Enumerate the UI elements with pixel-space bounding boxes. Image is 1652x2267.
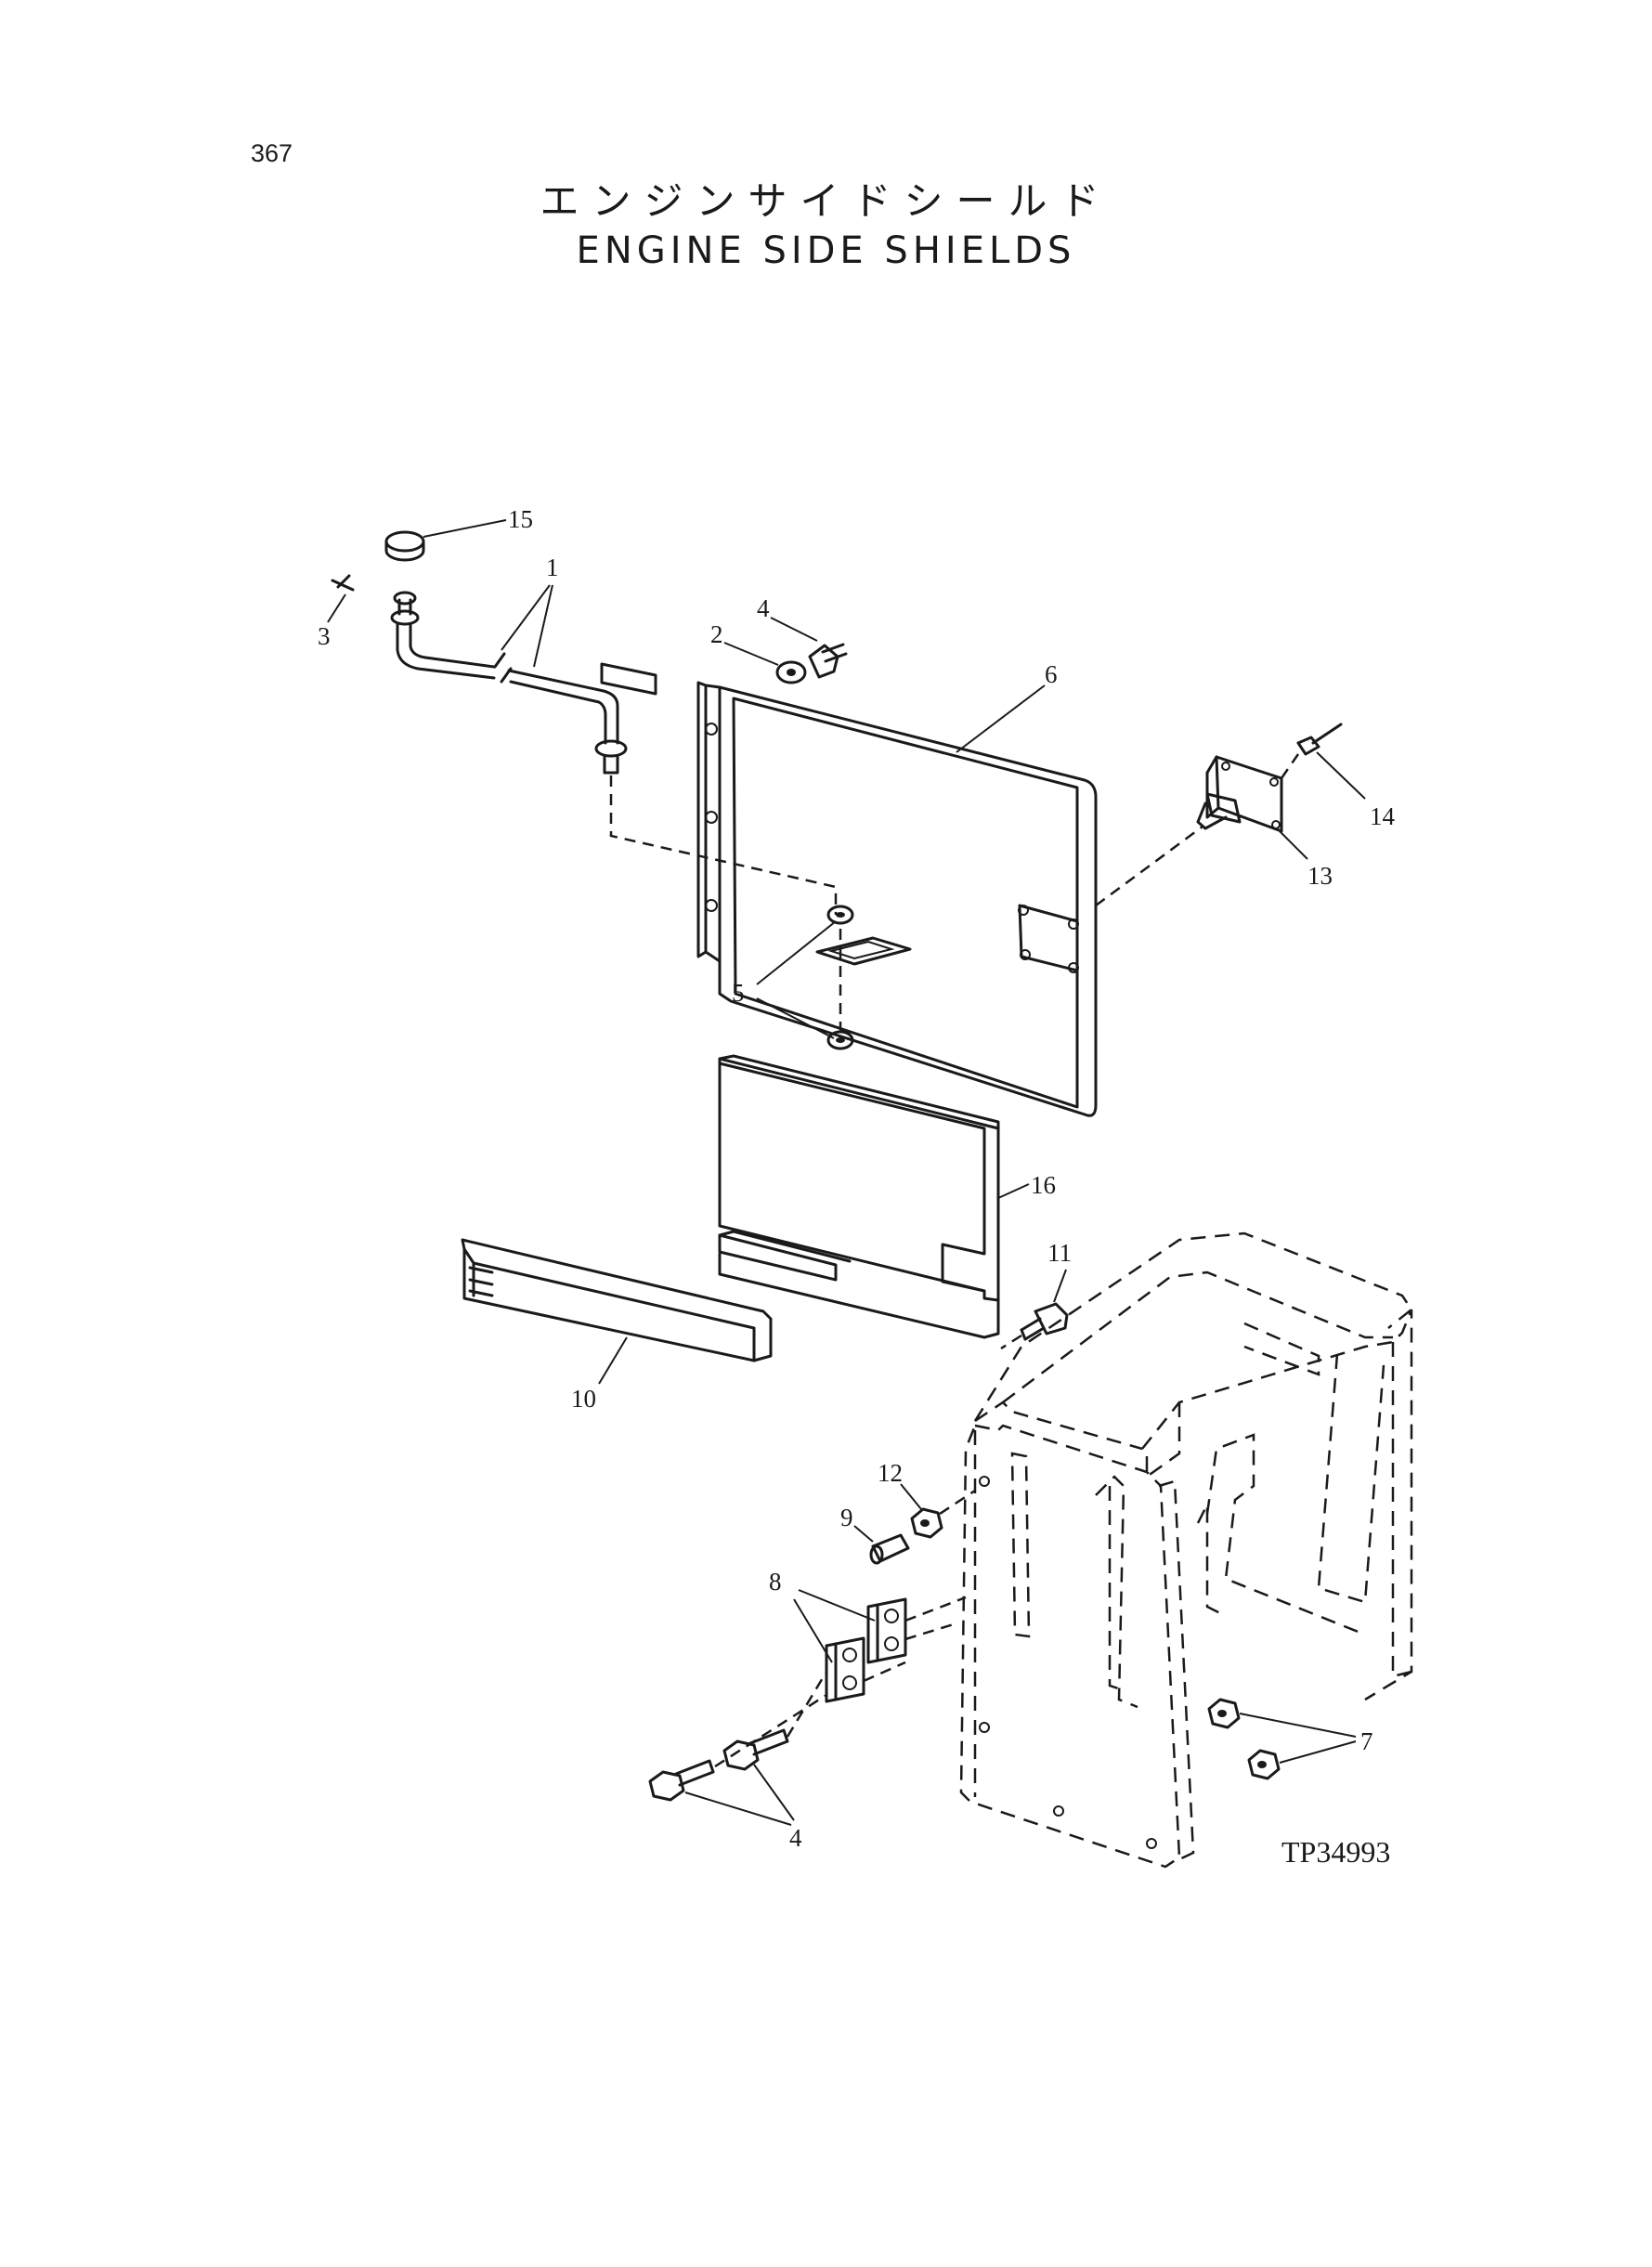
callout-7: 7 [1360, 1727, 1373, 1755]
part-9-spacer [853, 1525, 910, 1565]
callout-4-bottom: 4 [789, 1824, 802, 1852]
callout-6: 6 [1045, 660, 1058, 688]
callout-3: 3 [318, 622, 331, 650]
callout-13: 13 [1307, 862, 1333, 890]
page-title-japanese: エンジンサイドシールド [540, 178, 1112, 224]
part-1-rod [390, 584, 657, 775]
part-3-pin [327, 574, 355, 623]
part-4-bolts-bottom [648, 1671, 828, 1826]
callout-9: 9 [840, 1504, 853, 1531]
part-16-insulation-pad [718, 1054, 1030, 1339]
part-2-washer [723, 642, 807, 684]
part-6-side-panel [696, 681, 1098, 1117]
part-10-bottom-rail [461, 1238, 773, 1385]
part-5-grommets [756, 905, 854, 1050]
callout-8: 8 [769, 1568, 782, 1596]
part-12-nut [900, 1483, 976, 1539]
bolt-11-guide [1000, 1334, 1022, 1350]
part-7-nuts [1207, 1698, 1357, 1780]
callout-4-top: 4 [757, 594, 770, 622]
callout-15: 15 [508, 505, 533, 533]
callout-1: 1 [546, 554, 559, 581]
part-8-brackets [793, 1589, 967, 1703]
part-15-cap [384, 519, 507, 562]
callout-2: 2 [710, 620, 723, 648]
callout-10: 10 [571, 1385, 596, 1413]
title-block: エンジンサイドシールド ENGINE SIDE SHIELDS [0, 176, 1652, 275]
callout-12: 12 [878, 1459, 903, 1487]
engine-enclosure-phantom [959, 1231, 1413, 1869]
panel-to-latch-guide [1095, 825, 1203, 907]
part-13-latch [1196, 755, 1308, 860]
page-title: ENGINE SIDE SHIELDS [576, 229, 1076, 272]
figure-reference-code: TP34993 [1281, 1835, 1390, 1869]
part-14-screw [1280, 723, 1366, 800]
callout-11: 11 [1047, 1239, 1072, 1267]
part-11-bolt [1020, 1269, 1069, 1341]
part-4-bolt-top [770, 617, 848, 679]
page-number: 367 [251, 139, 293, 167]
callout-14: 14 [1370, 802, 1396, 830]
rod-to-panel-guide [609, 775, 838, 915]
callout-16: 16 [1031, 1171, 1056, 1199]
callout-5: 5 [732, 979, 745, 1007]
